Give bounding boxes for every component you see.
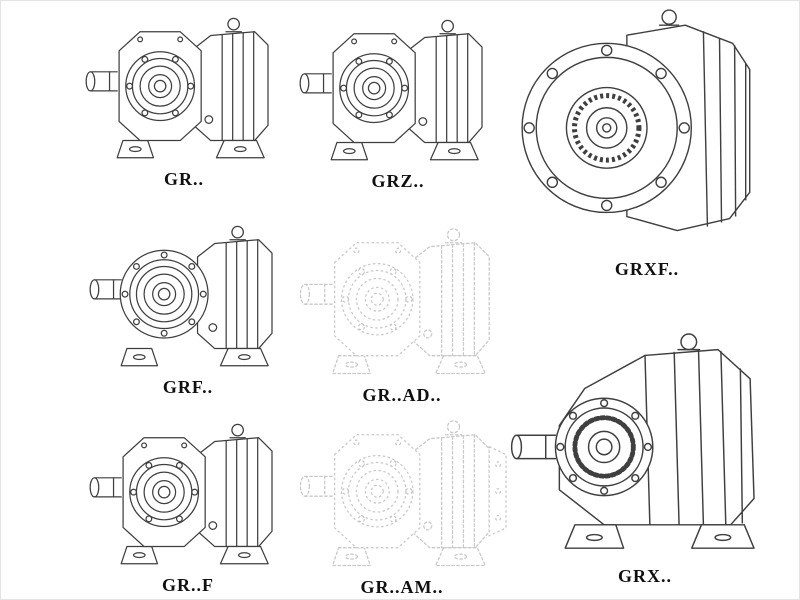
figure-grx: GRX.. bbox=[499, 299, 791, 587]
gearbox-motor-flange-ghost-drawing bbox=[299, 420, 507, 567]
figure-gr: GR.. bbox=[79, 5, 289, 190]
gearbox-side-drawing bbox=[299, 19, 483, 161]
figure-grxf-label: GRXF.. bbox=[614, 258, 680, 279]
gearbox-flange-view-drawing bbox=[506, 3, 788, 255]
figure-grx-label: GRX.. bbox=[618, 565, 672, 586]
figure-grz-label: GRZ.. bbox=[371, 171, 425, 192]
gearbox-input-flange-drawing bbox=[89, 225, 273, 367]
figure-grz: GRZ.. bbox=[293, 7, 503, 192]
gearbox-side-drawing bbox=[85, 17, 269, 159]
figure-gr-am: GR..AM.. bbox=[293, 407, 511, 598]
figure-gr-f-label: GR..F bbox=[162, 575, 214, 596]
gearbox-large-drawing bbox=[499, 299, 791, 562]
figure-gr-ad-label: GR..AD.. bbox=[362, 385, 442, 406]
figure-gr-am-label: GR..AM.. bbox=[360, 577, 444, 598]
gearbox-side-drawing bbox=[89, 423, 273, 565]
figure-grf-label: GRF.. bbox=[162, 377, 214, 398]
figure-grf: GRF.. bbox=[83, 213, 293, 398]
figure-gr-ad: GR..AD.. bbox=[293, 215, 511, 406]
figure-gr-f: GR..F bbox=[83, 411, 293, 596]
figure-gr-label: GR.. bbox=[164, 169, 204, 190]
gearbox-adapter-ghost-drawing bbox=[299, 228, 490, 375]
figure-grxf: GRXF.. bbox=[506, 3, 788, 280]
